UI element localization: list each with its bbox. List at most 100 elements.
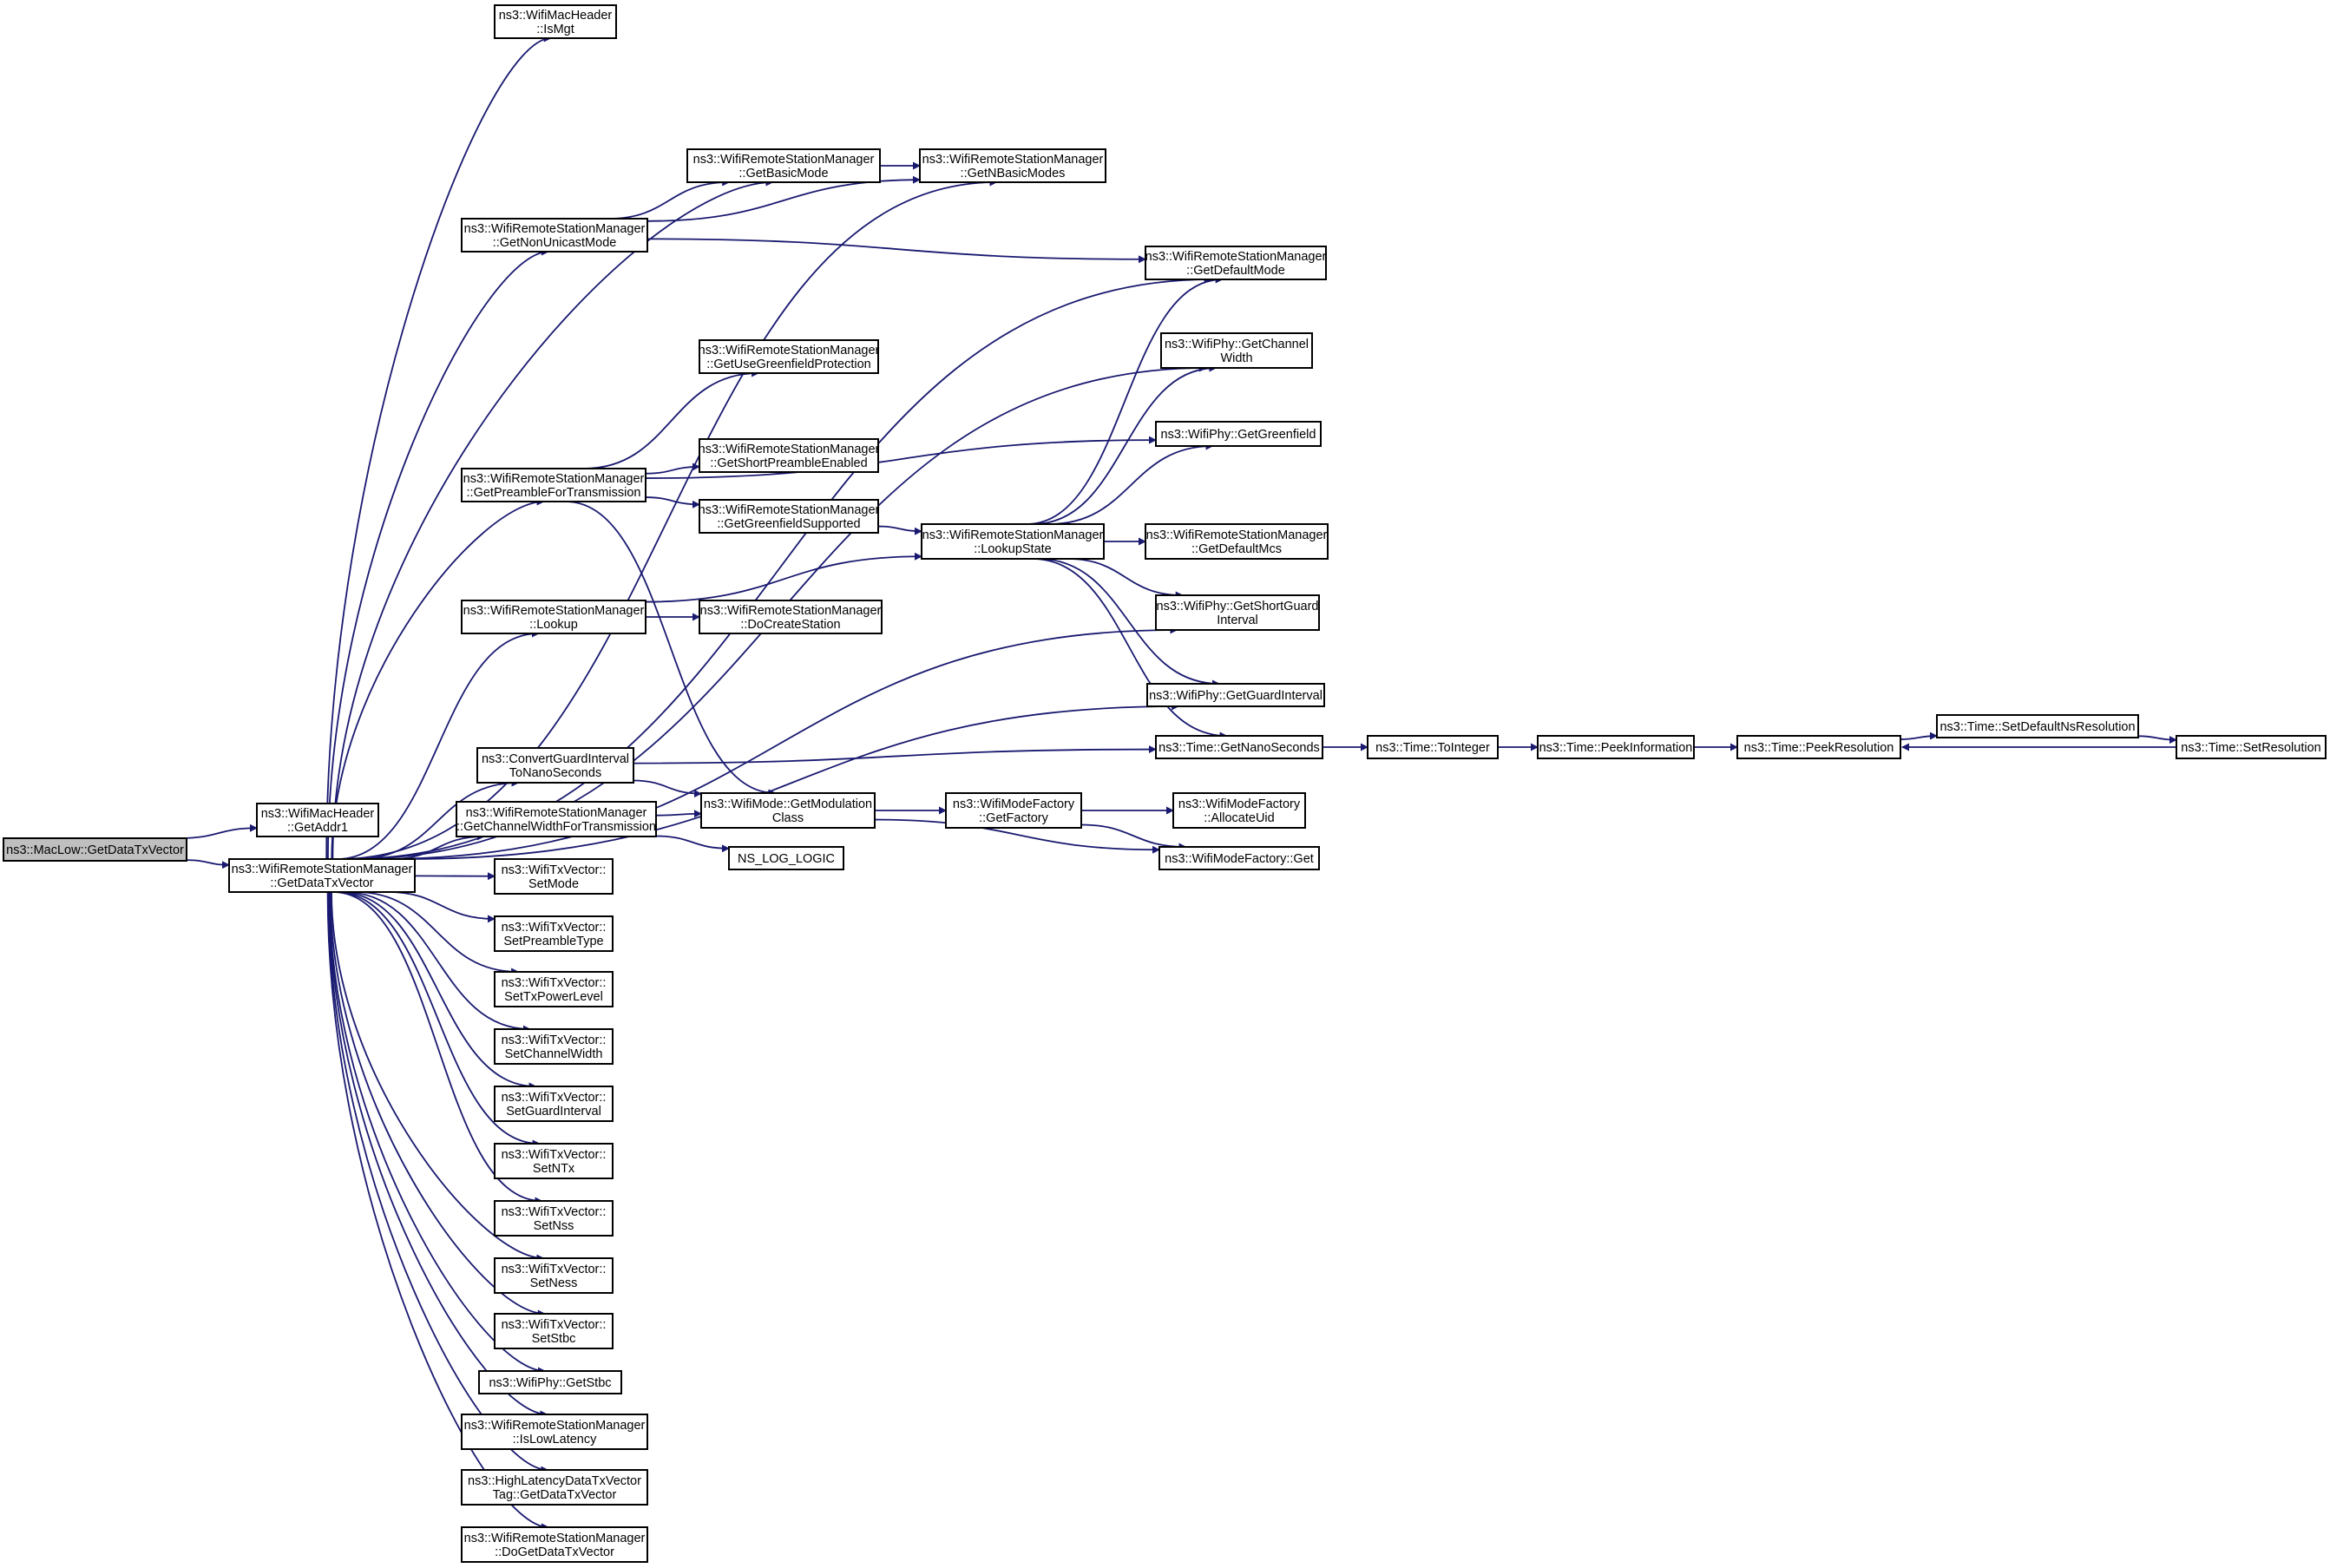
call-edge-rsm_getdatatx-to-getpreamble (331, 497, 545, 860)
node-tointeger[interactable]: ns3::Time::ToInteger (1367, 735, 1499, 759)
node-root[interactable]: ns3::MacLow::GetDataTxVector (3, 837, 187, 862)
node-label: ns3::WifiRemoteStationManager (464, 1532, 646, 1545)
node-ismgt[interactable]: ns3::WifiMacHeader::IsMgt (494, 4, 617, 39)
node-getchwidthtx[interactable]: ns3::WifiRemoteStationManager::GetChanne… (456, 801, 657, 837)
node-box (461, 1526, 648, 1563)
node-peekinfo[interactable]: ns3::Time::PeekInformation (1537, 735, 1695, 759)
call-edge-rsm_getdatatx-to-setchwidth (344, 891, 531, 1033)
node-nslog[interactable]: NS_LOG_LOGIC (728, 846, 844, 870)
call-edge-getchwidthtx-to-getmodclass (655, 810, 702, 818)
node-getdefaultmode[interactable]: ns3::WifiRemoteStationManager::GetDefaul… (1145, 246, 1327, 280)
node-lookupstate[interactable]: ns3::WifiRemoteStationManager::LookupSta… (921, 523, 1105, 560)
node-setguard[interactable]: ns3::WifiTxVector::SetGuardInterval (494, 1086, 614, 1122)
node-getguardinterval[interactable]: ns3::WifiPhy::GetGuardInterval (1146, 683, 1325, 707)
node-label: SetGuardInterval (506, 1105, 601, 1119)
node-box (699, 499, 879, 534)
node-label: ns3::WifiRemoteStationManager (1145, 250, 1327, 264)
call-edge-convertguard-to-getmodclass (633, 779, 702, 798)
node-box (461, 600, 646, 634)
node-setdefaultns[interactable]: ns3::Time::SetDefaultNsResolution (1936, 714, 2139, 738)
node-peekres[interactable]: ns3::Time::PeekResolution (1736, 735, 1901, 759)
node-setnss[interactable]: ns3::WifiTxVector::SetNss (494, 1200, 614, 1237)
node-factoryget[interactable]: ns3::WifiModeFactory::Get (1158, 846, 1320, 870)
call-edge-root-to-rsm_getdatatx (186, 859, 230, 869)
node-getnbasicmodes[interactable]: ns3::WifiRemoteStationManager::GetNBasic… (919, 148, 1106, 183)
call-edge-getmodclass-to-factoryget (874, 818, 1160, 854)
node-label: ::GetNonUnicastMode (493, 236, 617, 250)
node-getdefaultmcs[interactable]: ns3::WifiRemoteStationManager::GetDefaul… (1145, 523, 1329, 560)
node-getgreenfield[interactable]: ns3::WifiPhy::GetGreenfield (1155, 421, 1322, 447)
node-setntx[interactable]: ns3::WifiTxVector::SetNTx (494, 1143, 614, 1179)
node-label: ::GetChannelWidthForTransmission (456, 820, 656, 834)
node-lookup[interactable]: ns3::WifiRemoteStationManager::Lookup (461, 600, 646, 634)
node-box (728, 846, 844, 870)
node-box (699, 339, 879, 374)
node-setchwidth[interactable]: ns3::WifiTxVector::SetChannelWidth (494, 1028, 614, 1065)
edge-layer (180, 34, 2177, 1532)
node-label: ns3::HighLatencyDataTxVector (468, 1474, 641, 1488)
node-allocateuid[interactable]: ns3::WifiModeFactory::AllocateUid (1172, 792, 1306, 829)
node-islowlatency[interactable]: ns3::WifiRemoteStationManager::IsLowLate… (461, 1414, 648, 1450)
node-label: ns3::WifiTxVector:: (502, 1148, 607, 1162)
node-getusegreenfield[interactable]: ns3::WifiRemoteStationManager::GetUseGre… (699, 339, 880, 374)
node-label: SetNTx (533, 1162, 575, 1176)
call-edge-rsm_getdatatx-to-setstbc (329, 891, 546, 1318)
node-label: ::GetPreambleForTransmission (467, 486, 641, 500)
call-edge-getgreenfieldsupp-to-lookupstate (877, 525, 922, 535)
node-getnonunicast[interactable]: ns3::WifiRemoteStationManager::GetNonUni… (461, 218, 648, 253)
node-setres[interactable]: ns3::Time::SetResolution (2176, 735, 2327, 759)
node-getpreamble[interactable]: ns3::WifiRemoteStationManager::GetPreamb… (461, 468, 646, 502)
call-edge-convertguard-to-getnanoseconds (633, 745, 1157, 764)
call-edge-getpreamble-to-getgreenfield (645, 436, 1157, 479)
node-settxpower[interactable]: ns3::WifiTxVector::SetTxPowerLevel (494, 971, 614, 1007)
call-edge-rsm_getdatatx-to-convertguard (357, 778, 520, 860)
call-edge-rsm_getdatatx-to-setguard (338, 891, 537, 1091)
node-getaddr1[interactable]: ns3::WifiMacHeader::GetAddr1 (256, 803, 379, 837)
node-box (1145, 246, 1327, 280)
call-edge-root-to-getaddr1 (180, 823, 258, 839)
node-box (699, 600, 883, 634)
node-dogetdatatx[interactable]: ns3::WifiRemoteStationManager::DoGetData… (461, 1526, 648, 1563)
node-box (1160, 332, 1313, 369)
node-getgreenfieldsupp[interactable]: ns3::WifiRemoteStationManager::GetGreenf… (699, 499, 880, 534)
node-getbasicmode[interactable]: ns3::WifiRemoteStationManager::GetBasicM… (686, 148, 881, 183)
node-label: ns3::WifiTxVector:: (502, 921, 607, 935)
node-box (700, 792, 876, 829)
node-setstbc[interactable]: ns3::WifiTxVector::SetStbc (494, 1313, 614, 1349)
node-setpreamble[interactable]: ns3::WifiTxVector::SetPreambleType (494, 915, 614, 952)
node-label: ns3::WifiTxVector:: (502, 863, 607, 877)
node-label: SetNss (534, 1219, 574, 1233)
node-box (686, 148, 881, 183)
node-label: ::GetGreenfieldSupported (717, 517, 860, 531)
node-label: ns3::WifiModeFactory::Get (1165, 852, 1314, 866)
node-label: ns3::WifiRemoteStationManager (922, 153, 1104, 167)
node-box (461, 1469, 648, 1506)
node-getnanoseconds[interactable]: ns3::Time::GetNanoSeconds (1155, 735, 1323, 759)
node-box (494, 1086, 614, 1122)
node-docreatestation[interactable]: ns3::WifiRemoteStationManager::DoCreateS… (699, 600, 883, 634)
node-rsm_getdatatx[interactable]: ns3::WifiRemoteStationManager::GetDataTx… (228, 858, 416, 893)
node-box (1537, 735, 1695, 759)
node-box (1158, 846, 1320, 870)
node-getstbc[interactable]: ns3::WifiPhy::GetStbc (478, 1370, 622, 1394)
node-layer: ns3::MacLow::GetDataTxVector ns3::WifiMac… (3, 4, 2327, 1563)
node-label: ns3::WifiRemoteStationManager (463, 472, 645, 486)
call-edge-rsm_getdatatx-to-getguardinterval (405, 702, 1180, 860)
node-label: ns3::ConvertGuardInterval (482, 752, 629, 766)
node-label: ns3::WifiModeFactory (1178, 797, 1301, 811)
node-setmode[interactable]: ns3::WifiTxVector::SetMode (494, 858, 614, 895)
node-getfactory[interactable]: ns3::WifiModeFactory::GetFactory (945, 792, 1082, 829)
node-getchannelwidth[interactable]: ns3::WifiPhy::GetChannelWidth (1160, 332, 1313, 369)
node-box (494, 971, 614, 1007)
node-label: ::IsMgt (536, 23, 574, 36)
node-getshortpreamble[interactable]: ns3::WifiRemoteStationManager::GetShortP… (699, 438, 880, 473)
node-label: ::DoCreateStation (740, 618, 840, 632)
node-box (494, 1200, 614, 1237)
node-label: ns3::MacLow::GetDataTxVector (6, 843, 184, 857)
node-highlatency[interactable]: ns3::HighLatencyDataTxVectorTag::GetData… (461, 1469, 648, 1506)
node-setness[interactable]: ns3::WifiTxVector::SetNess (494, 1257, 614, 1294)
node-label: ::Lookup (529, 618, 578, 632)
